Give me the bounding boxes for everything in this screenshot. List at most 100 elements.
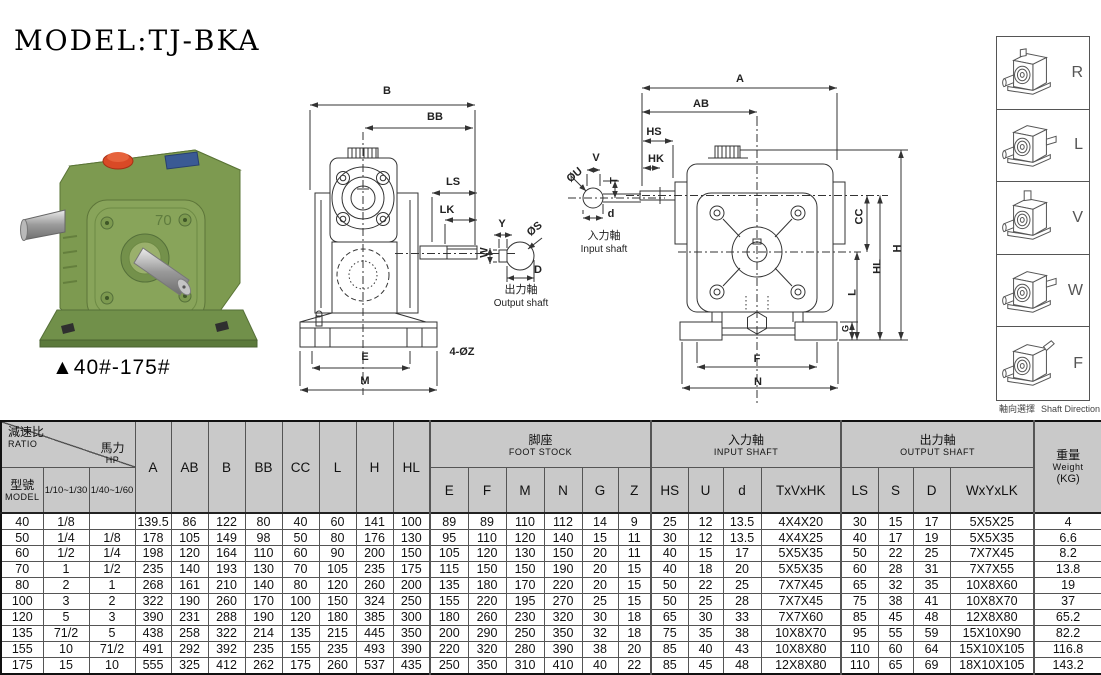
table-cell: 89 xyxy=(467,512,507,531)
output-shaft-photo xyxy=(134,248,189,295)
table-cell: 7X7X55 xyxy=(949,560,1035,578)
table-cell: 292 xyxy=(170,640,209,658)
table-cell: 22 xyxy=(617,656,652,675)
table-cell: 18X10X105 xyxy=(949,656,1035,675)
table-cell: 288 xyxy=(207,608,246,626)
table-cell: 110 xyxy=(505,512,545,531)
table-cell: 105 xyxy=(170,529,209,546)
table-cell: 3 xyxy=(88,608,136,626)
table-cell: 20 xyxy=(581,576,619,594)
table-cell: 230 xyxy=(505,608,545,626)
col-header-s: S xyxy=(877,467,914,514)
table-cell: 30 xyxy=(650,529,689,546)
table-cell: 175 xyxy=(281,656,320,675)
table-cell: 7X7X60 xyxy=(760,608,842,626)
table-cell: 1/4 xyxy=(88,545,136,562)
table-cell: 178 xyxy=(134,529,172,546)
table-cell: 60 xyxy=(877,640,914,658)
table-cell: 200 xyxy=(429,624,469,642)
table-cell: 120 xyxy=(0,608,44,626)
table-cell: 15 xyxy=(617,560,652,578)
table-cell: 5X5X35 xyxy=(760,545,842,562)
table-cell: 10 xyxy=(88,656,136,675)
table-cell: 100 xyxy=(392,512,431,531)
table-cell: 2 xyxy=(42,576,90,594)
table-cell: 85 xyxy=(840,608,879,626)
col-header-g: G xyxy=(581,467,619,514)
table-cell: 48 xyxy=(722,656,762,675)
table-cell: 176 xyxy=(355,529,394,546)
table-cell: 193 xyxy=(207,560,246,578)
table-cell: 435 xyxy=(392,656,431,675)
table-cell: 105 xyxy=(318,560,357,578)
table-cell: 22 xyxy=(877,545,914,562)
col-header-ls: LS xyxy=(840,467,879,514)
table-cell: 122 xyxy=(207,512,246,531)
table-cell: 40 xyxy=(650,560,689,578)
shaft-direction-letter: V xyxy=(1072,208,1083,226)
shaft-direction-letter: L xyxy=(1074,136,1083,154)
table-cell: 1 xyxy=(88,576,136,594)
table-cell: 150 xyxy=(505,560,545,578)
table-cell: 175 xyxy=(0,656,44,675)
table-cell: 140 xyxy=(244,576,283,594)
table-cell: 85 xyxy=(650,640,689,658)
table-cell: 12 xyxy=(687,512,724,531)
table-cell: 13.5 xyxy=(722,529,762,546)
table-cell: 15 xyxy=(42,656,90,675)
table-cell: 30 xyxy=(581,608,619,626)
table-cell: 198 xyxy=(134,545,172,562)
table-cell: 220 xyxy=(467,592,507,610)
table-cell: 70 xyxy=(0,560,44,578)
table-cell: 438 xyxy=(134,624,172,642)
table-cell: 22 xyxy=(687,576,724,594)
table-cell: 35 xyxy=(912,576,951,594)
table-cell: 7X7X45 xyxy=(760,576,842,594)
table-cell: 260 xyxy=(318,656,357,675)
table-cell: 139.5 xyxy=(134,512,172,531)
table-cell: 10 xyxy=(42,640,90,658)
table-cell: 41 xyxy=(912,592,951,610)
table-cell: 32 xyxy=(581,624,619,642)
table-cell: 140 xyxy=(170,560,209,578)
col-header-hs: HS xyxy=(650,467,689,514)
table-cell: 322 xyxy=(207,624,246,642)
table-cell: 5X5X25 xyxy=(949,512,1035,531)
col-header-bb: BB xyxy=(244,420,283,514)
table-cell: 161 xyxy=(170,576,209,594)
table-cell: 9 xyxy=(617,512,652,531)
col-header-l: L xyxy=(318,420,357,514)
product-photo: 70 xyxy=(15,128,285,363)
table-cell: 19 xyxy=(912,529,951,546)
reducer-iso-icon xyxy=(1001,115,1059,175)
output-shaft-detail xyxy=(480,215,570,325)
table-cell: 5 xyxy=(42,608,90,626)
table-cell: 390 xyxy=(392,640,431,658)
table-cell: 320 xyxy=(467,640,507,658)
table-cell: 7X7X45 xyxy=(760,592,842,610)
table-cell: 120 xyxy=(170,545,209,562)
table-cell: 320 xyxy=(543,608,583,626)
table-cell: 143.2 xyxy=(1033,656,1101,675)
table-cell: 18 xyxy=(617,608,652,626)
table-cell: 235 xyxy=(355,560,394,578)
table-cell: 35 xyxy=(687,624,724,642)
table-cell: 200 xyxy=(392,576,431,594)
shaft-direction-cell: V xyxy=(997,182,1089,255)
table-cell: 70 xyxy=(281,560,320,578)
table-cell: 40 xyxy=(281,512,320,531)
shaft-direction-cell: L xyxy=(997,110,1089,183)
input-shaft-photo xyxy=(23,210,65,240)
table-cell: 19 xyxy=(1033,576,1101,594)
table-cell: 135 xyxy=(0,624,44,642)
table-cell: 115 xyxy=(429,560,469,578)
table-cell: 150 xyxy=(543,545,583,562)
table-cell: 25 xyxy=(650,512,689,531)
input-shaft-detail xyxy=(563,140,673,270)
